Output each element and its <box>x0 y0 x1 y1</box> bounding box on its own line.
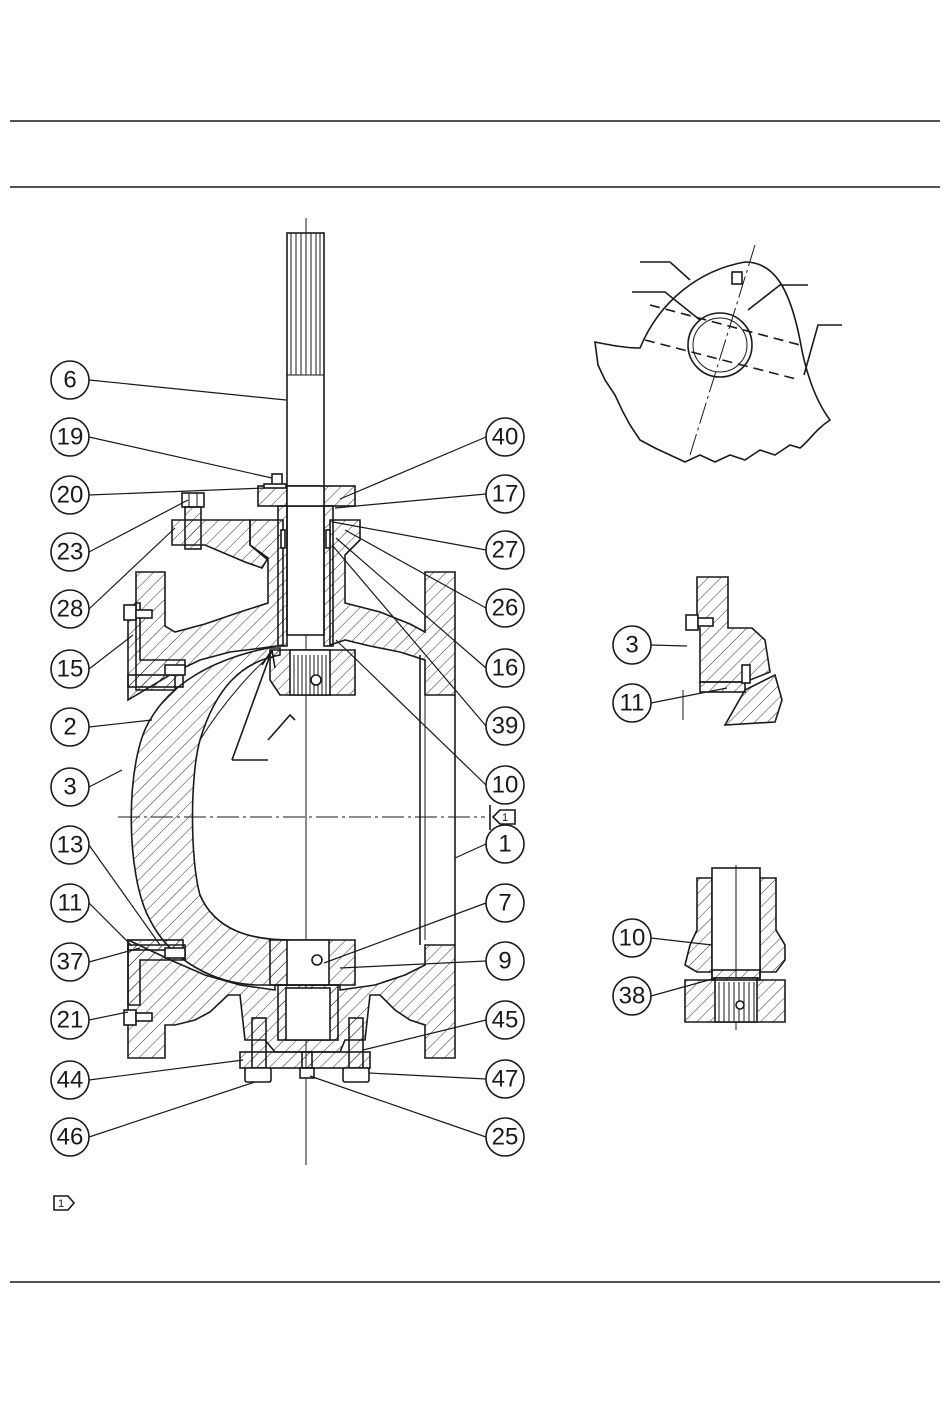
svg-text:19: 19 <box>57 424 84 451</box>
svg-text:38: 38 <box>619 983 646 1010</box>
callout-16: 16 <box>486 649 524 687</box>
svg-text:11: 11 <box>620 690 645 717</box>
lower-pin-hole <box>312 955 322 965</box>
callout-39: 39 <box>486 707 524 745</box>
hex-bolt-23 <box>182 493 204 507</box>
svg-text:47: 47 <box>492 1066 519 1093</box>
callout-7: 7 <box>486 884 524 922</box>
callout-20: 20 <box>51 476 89 514</box>
svg-text:10: 10 <box>619 925 646 952</box>
nut-right-47 <box>343 1068 369 1082</box>
callout-6: 6 <box>51 361 89 399</box>
svg-text:46: 46 <box>57 1124 84 1151</box>
main-section-view: 1 <box>118 218 515 1165</box>
svg-text:16: 16 <box>492 655 519 682</box>
stud-left-44 <box>252 1018 266 1068</box>
callout-3: 3 <box>51 768 89 806</box>
svg-text:45: 45 <box>492 1007 519 1034</box>
callout-11: 11 <box>51 884 89 922</box>
callout-15: 15 <box>51 650 89 688</box>
svg-text:10: 10 <box>492 772 519 799</box>
svg-text:20: 20 <box>57 482 84 509</box>
note-flag-label: 1 <box>58 1198 64 1210</box>
callout-detail-3: 3 <box>613 626 651 664</box>
callout-detail-11: 11 <box>613 684 651 722</box>
callout-25: 25 <box>486 1118 524 1156</box>
callout-28: 28 <box>51 590 89 628</box>
svg-text:7: 7 <box>498 890 511 917</box>
svg-text:2: 2 <box>63 714 76 741</box>
detail-spline-orientation <box>595 245 842 462</box>
svg-text:9: 9 <box>498 948 511 975</box>
packing-right <box>324 506 333 646</box>
svg-text:3: 3 <box>625 632 638 659</box>
svg-text:11: 11 <box>58 890 83 917</box>
svg-text:40: 40 <box>492 424 519 451</box>
note-flag: 1 <box>54 1196 74 1210</box>
callout-19: 19 <box>51 418 89 456</box>
stud-right-45 <box>349 1018 363 1068</box>
callout-37: 37 <box>51 943 89 981</box>
svg-text:15: 15 <box>57 656 84 683</box>
svg-text:23: 23 <box>57 539 84 566</box>
callout-23: 23 <box>51 533 89 571</box>
svg-text:25: 25 <box>492 1124 519 1151</box>
callout-1: 1 <box>486 825 524 863</box>
callout-13: 13 <box>51 826 89 864</box>
svg-text:3: 3 <box>63 774 76 801</box>
seal-ring-upper <box>128 675 183 687</box>
callout-44: 44 <box>51 1061 89 1099</box>
callout-47: 47 <box>486 1060 524 1098</box>
callout-27: 27 <box>486 531 524 569</box>
nut-left-46 <box>245 1068 271 1082</box>
callout-detail-38: 38 <box>613 977 651 1015</box>
callout-10: 10 <box>486 766 524 804</box>
detail-shaft-bushing <box>685 865 785 1030</box>
svg-text:37: 37 <box>57 949 84 976</box>
svg-text:26: 26 <box>492 595 519 622</box>
spline-bore <box>688 313 752 377</box>
upper-pin-hole <box>311 675 321 685</box>
callout-9: 9 <box>486 942 524 980</box>
svg-text:39: 39 <box>492 713 519 740</box>
callout-40: 40 <box>486 418 524 456</box>
svg-text:27: 27 <box>492 537 519 564</box>
callout-26: 26 <box>486 589 524 627</box>
note-flag-bore-label: 1 <box>502 812 508 824</box>
packing-left <box>278 506 287 646</box>
svg-text:21: 21 <box>57 1007 84 1034</box>
svg-text:13: 13 <box>57 832 84 859</box>
callout-45: 45 <box>486 1001 524 1039</box>
svg-text:28: 28 <box>57 596 84 623</box>
callout-2: 2 <box>51 708 89 746</box>
svg-text:1: 1 <box>498 831 511 858</box>
svg-text:6: 6 <box>63 367 76 394</box>
callout-17: 17 <box>486 475 524 513</box>
callout-46: 46 <box>51 1118 89 1156</box>
callout-21: 21 <box>51 1001 89 1039</box>
svg-text:17: 17 <box>492 481 519 508</box>
callout-detail-10: 10 <box>613 919 651 957</box>
svg-text:44: 44 <box>57 1067 84 1094</box>
detail-seat-retainer <box>683 577 782 725</box>
